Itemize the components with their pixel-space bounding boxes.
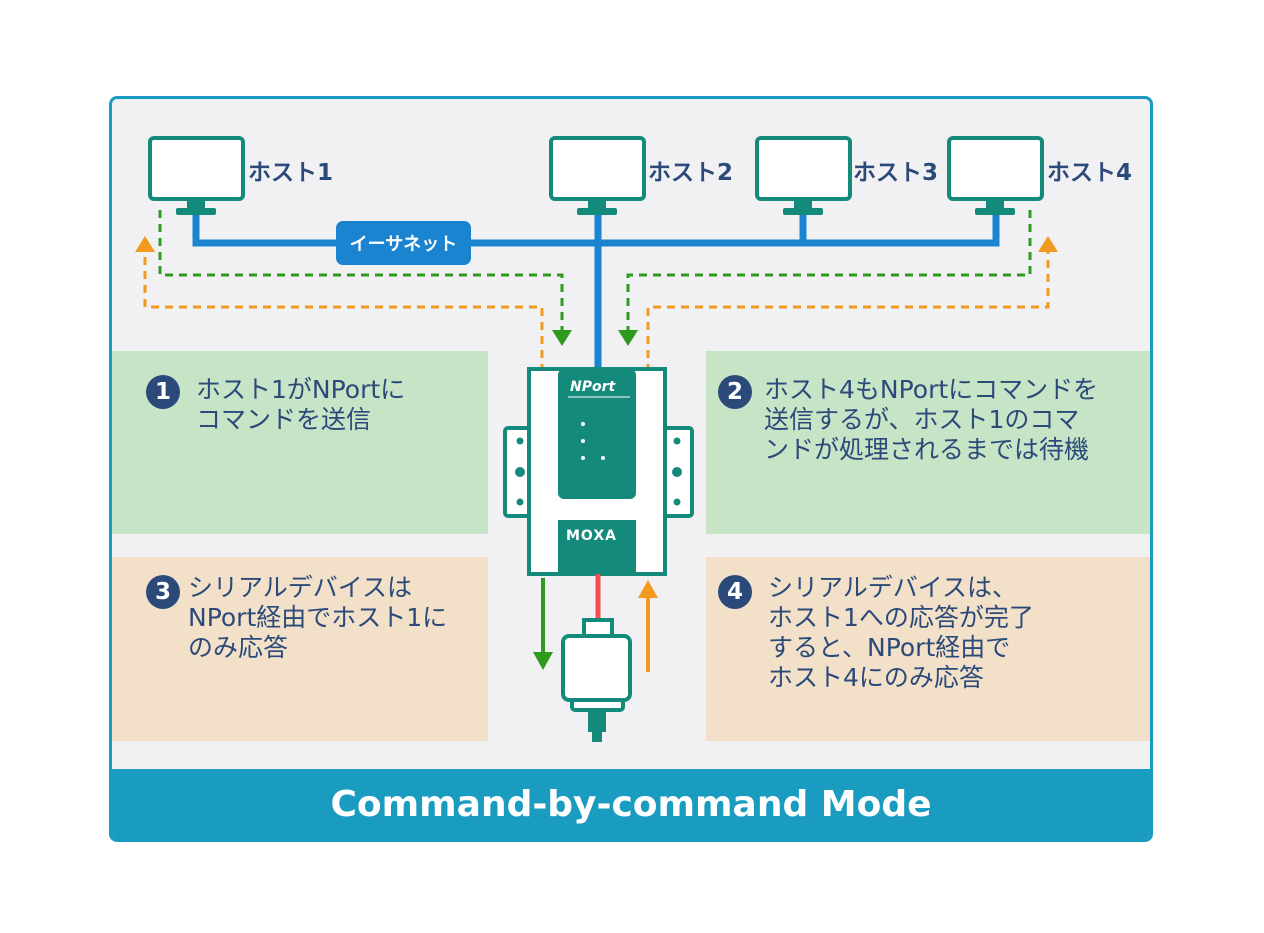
step-1-text: ホスト1がNPortに コマンドを送信 (196, 375, 406, 434)
step-3-badge: 3 (146, 575, 180, 609)
host-to-device-arrow (638, 580, 658, 672)
step-2-badge: 2 (718, 375, 752, 409)
step-4-text: シリアルデバイスは、 ホスト1への応答が完了 すると、NPort経由で ホスト4… (768, 573, 1034, 692)
host-3-monitor-icon (755, 136, 852, 215)
host-2-label: ホスト2 (648, 160, 734, 186)
nport-device-icon (503, 367, 694, 576)
step-2-text: ホスト4もNPortにコマンドを 送信するが、ホスト1のコマ ンドが処理されるま… (764, 375, 1099, 464)
step-2-panel: 2 ホスト4もNPortにコマンドを 送信するが、ホスト1のコマ ンドが処理され… (706, 351, 1150, 534)
host-1-label: ホスト1 (248, 160, 334, 186)
host-3-label: ホスト3 (853, 160, 939, 186)
serial-cable (582, 574, 614, 640)
host-4-request-arrow (618, 210, 1032, 346)
host-4-response-arrow (646, 236, 1058, 372)
host-4-monitor-icon (947, 136, 1044, 215)
step-4-badge: 4 (718, 575, 752, 609)
host-1-response-arrow (135, 236, 544, 372)
host-2-monitor-icon (549, 136, 646, 215)
step-1-badge: 1 (146, 375, 180, 409)
ethernet-cabling (192, 212, 1000, 370)
host-1-monitor-icon (148, 136, 245, 215)
host-4-label: ホスト4 (1047, 160, 1133, 186)
device-to-host-arrow (533, 578, 553, 670)
step-3-panel: 3 シリアルデバイスは NPort経由でホスト1に のみ応答 (112, 557, 488, 741)
step-1-panel: 1 ホスト1がNPortに コマンドを送信 (112, 351, 488, 534)
ethernet-label: イーサネット (336, 221, 471, 265)
step-4-panel: 4 シリアルデバイスは、 ホスト1への応答が完了 すると、NPort経由で ホス… (706, 557, 1150, 741)
step-3-text: シリアルデバイスは NPort経由でホスト1に のみ応答 (188, 573, 448, 662)
moxa-logo: MOXA (566, 528, 617, 544)
host-1-request-arrow (158, 210, 572, 346)
nport-logo: NPort (570, 379, 616, 395)
serial-device-icon (561, 634, 632, 742)
mode-title: Command-by-command Mode (112, 769, 1150, 839)
